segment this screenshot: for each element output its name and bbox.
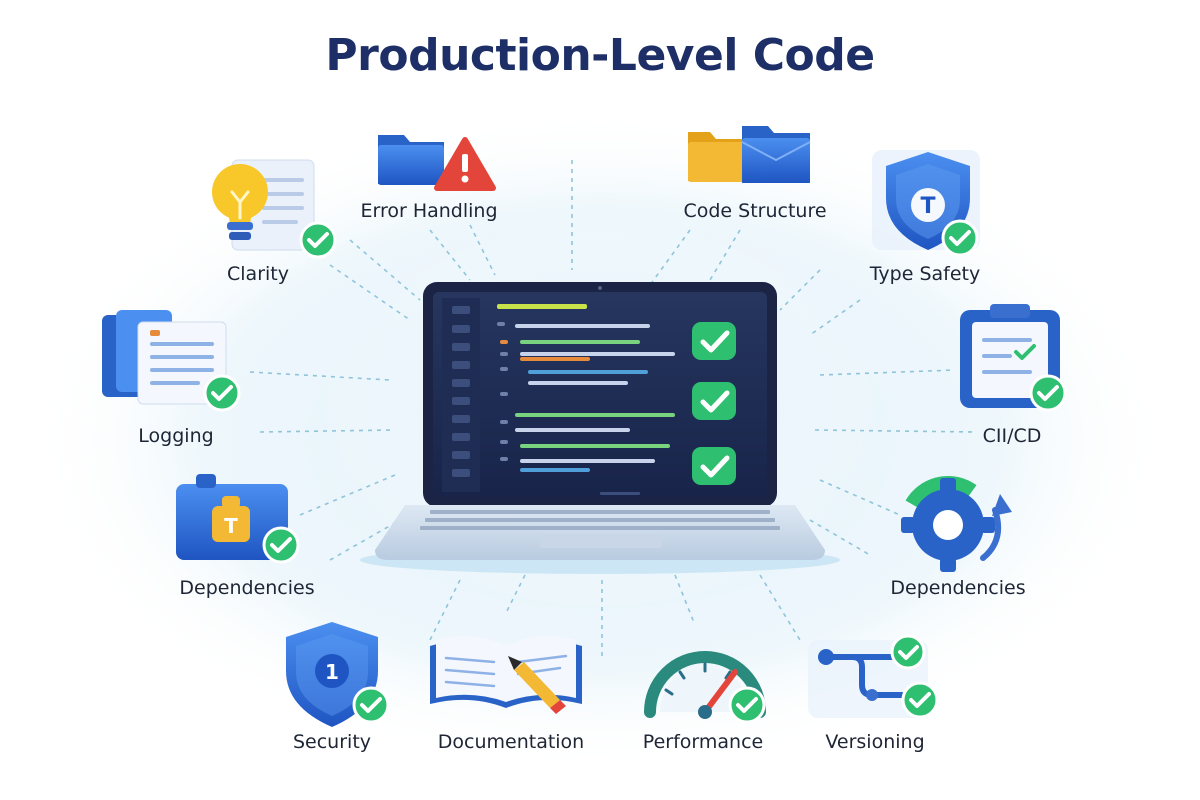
- label-dependencies-right: Dependencies: [890, 577, 1026, 599]
- label-dependencies-left: Dependencies: [179, 577, 315, 599]
- label-ci-cd: CII/CD: [982, 425, 1042, 447]
- clipboard-icon: [960, 304, 1060, 408]
- check-icon: [728, 686, 766, 724]
- label-type-safety: Type Safety: [869, 263, 981, 285]
- check-icon: [352, 686, 390, 724]
- check-icon: [901, 681, 939, 719]
- label-logging: Logging: [138, 425, 214, 447]
- svg-text:T: T: [920, 194, 935, 219]
- label-clarity: Clarity: [227, 263, 289, 285]
- refresh-gear-icon: [899, 476, 1012, 574]
- screen-check-icons: [692, 322, 736, 485]
- svg-text:T: T: [224, 514, 238, 538]
- label-error-handling: Error Handling: [360, 200, 498, 222]
- folders-icon: [688, 126, 811, 183]
- package-icon: T: [176, 474, 288, 560]
- code-lines: [497, 304, 675, 495]
- gauge-icon: [644, 651, 766, 719]
- folder-warning-icon: [378, 135, 496, 191]
- laptop-illustration: [360, 282, 840, 574]
- page-title: Production-Level Code: [325, 30, 875, 81]
- label-documentation: Documentation: [437, 731, 585, 753]
- label-security: Security: [292, 731, 372, 753]
- check-icon: [262, 526, 300, 564]
- label-code-structure: Code Structure: [683, 200, 827, 222]
- lightbulb-icon: [212, 159, 315, 251]
- check-icon: [299, 221, 337, 259]
- label-versioning: Versioning: [825, 731, 925, 753]
- documents-icon: [102, 310, 227, 405]
- label-performance: Performance: [642, 731, 764, 753]
- svg-text:1: 1: [325, 660, 339, 684]
- check-icon: [941, 219, 979, 257]
- check-icon: [890, 634, 926, 670]
- check-icon: [203, 374, 241, 412]
- check-icon: [1029, 374, 1067, 412]
- open-book-icon: [430, 636, 582, 714]
- laptop-screen: [433, 292, 767, 497]
- connector-lines: [249, 160, 976, 660]
